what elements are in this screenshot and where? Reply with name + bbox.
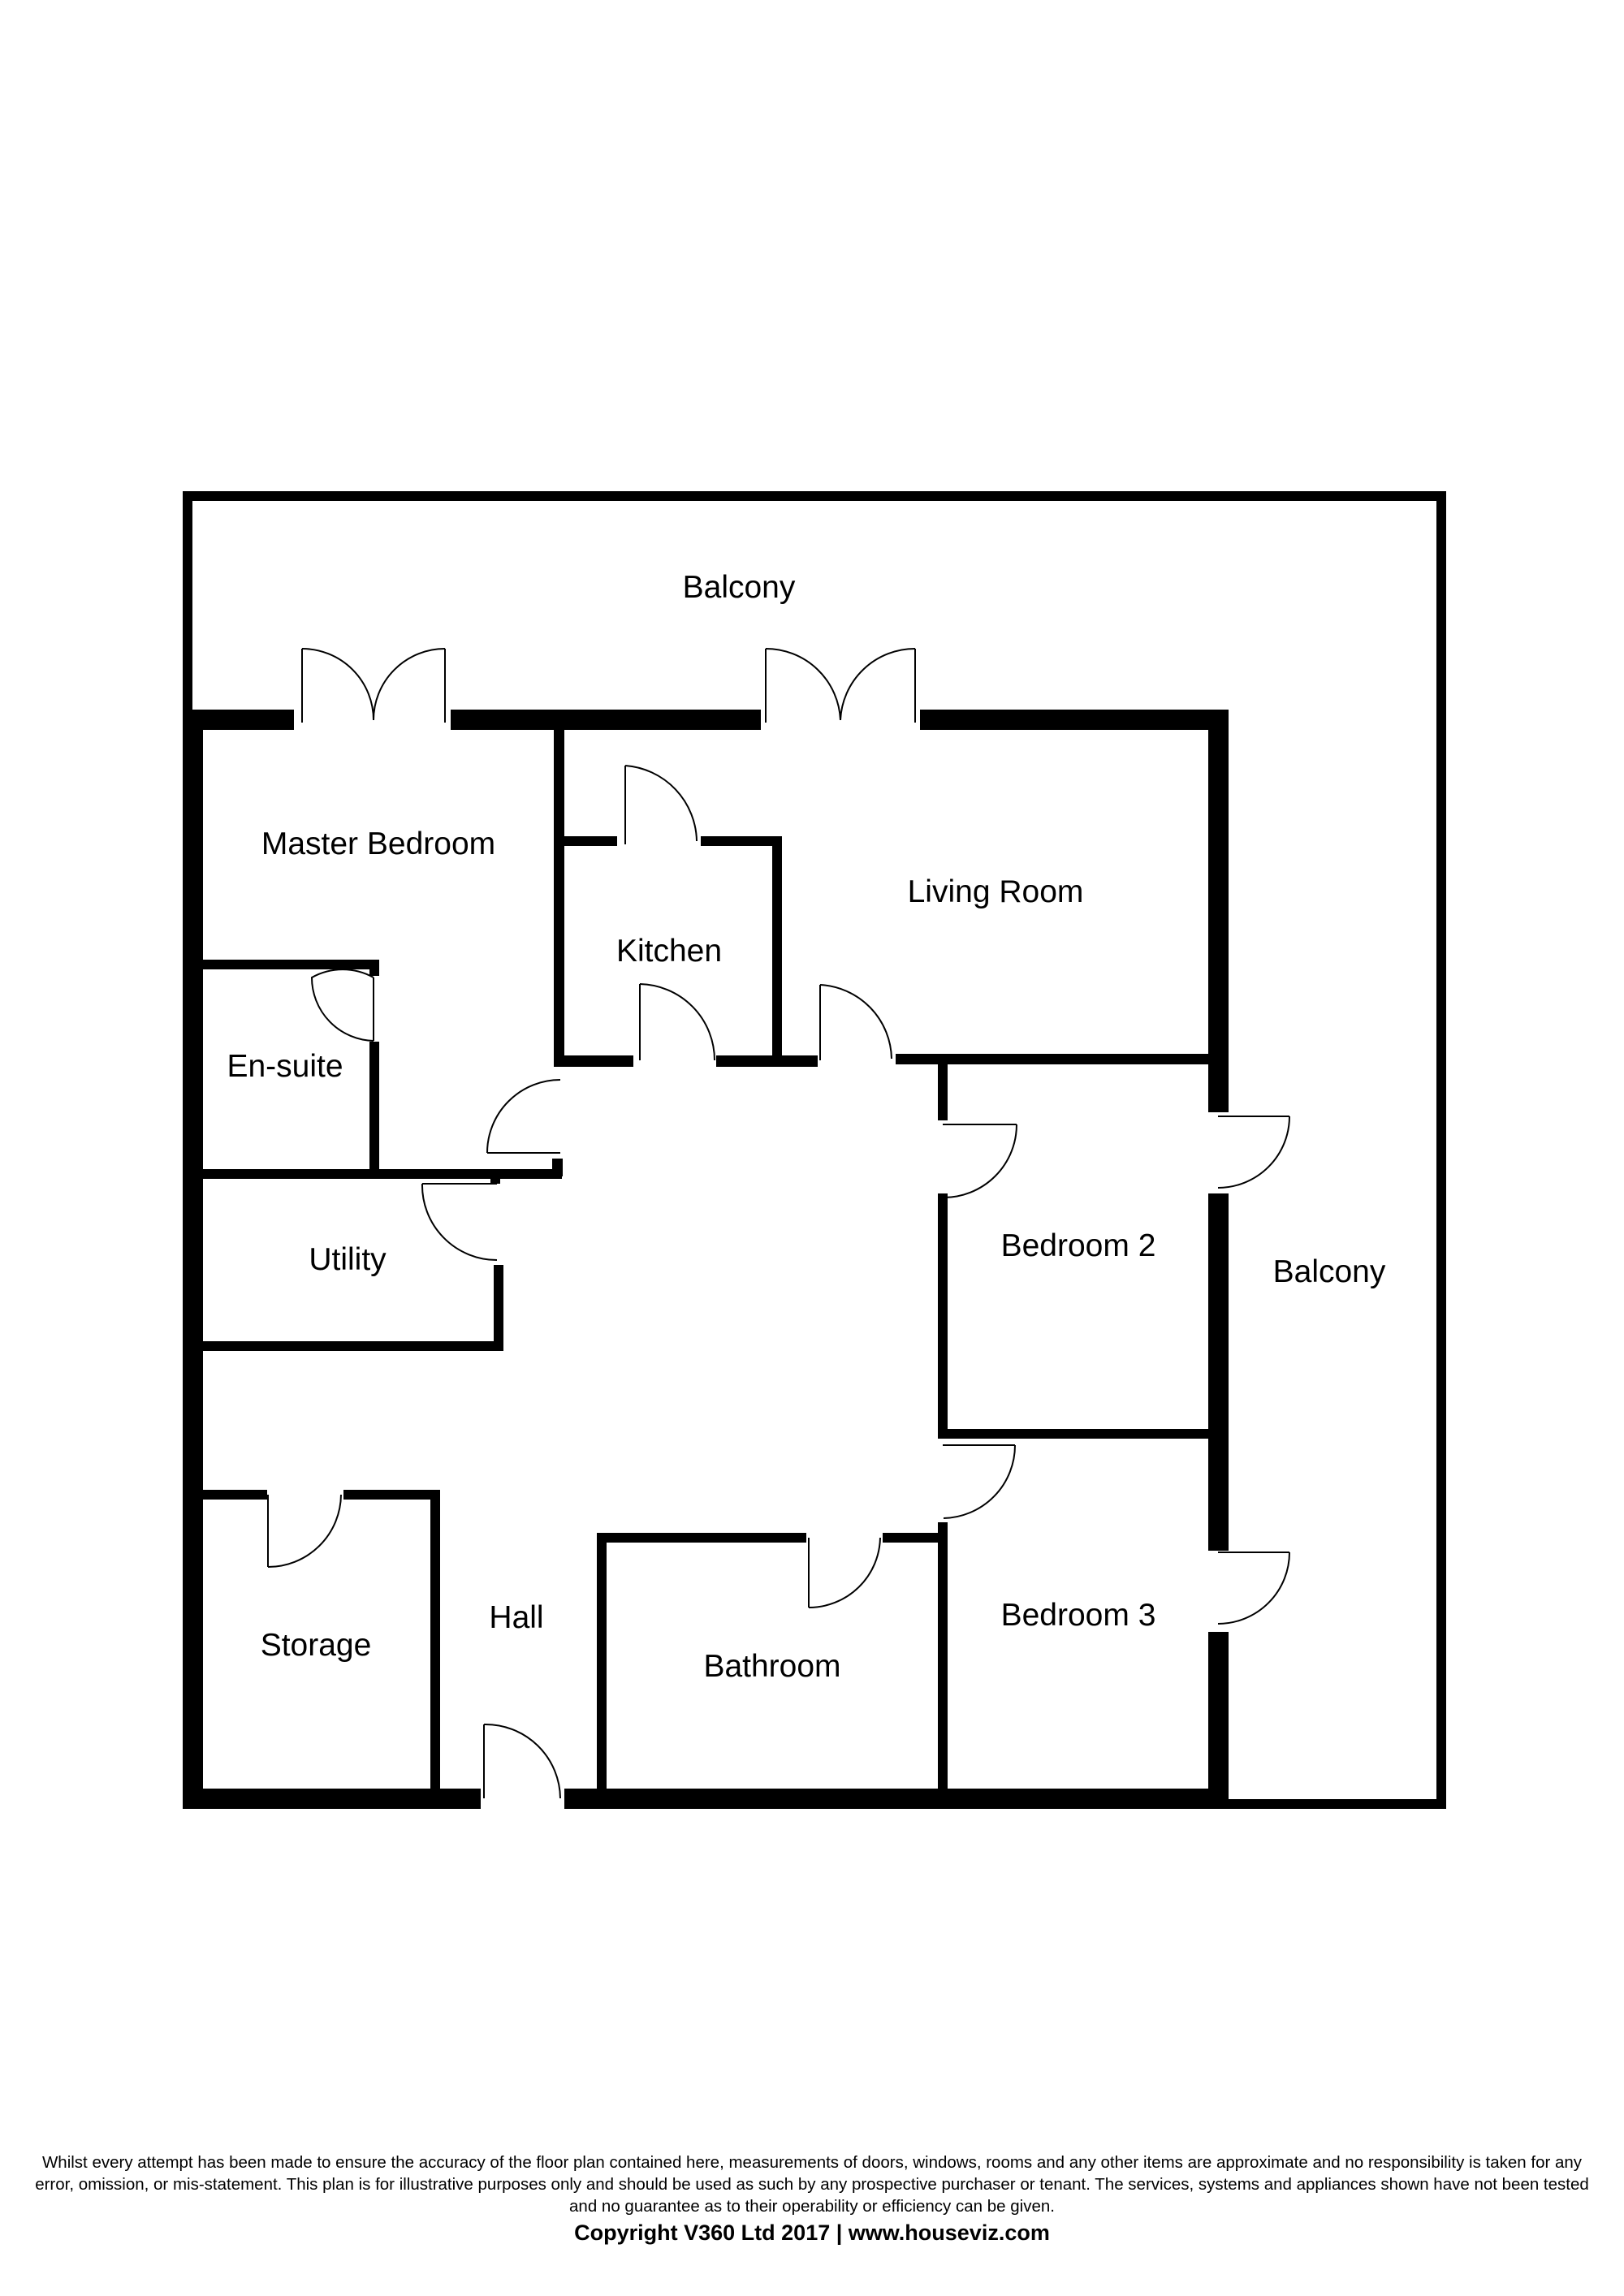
door-bedroom-3	[943, 1444, 1016, 1519]
balcony-outline-top	[183, 491, 1446, 501]
wall-top-2	[451, 710, 761, 730]
double-door-master-balcony	[301, 648, 446, 723]
wall-ensuite-bottom	[192, 1169, 562, 1179]
wall-right-2	[1208, 1193, 1229, 1551]
wall-hall-corner	[552, 1159, 563, 1176]
wall-left	[183, 710, 203, 1809]
wall-kitchen-top-1	[564, 836, 617, 846]
wall-bed2-left-1	[938, 1064, 948, 1120]
door-bedroom-3-balcony	[1217, 1552, 1290, 1625]
wall-bed2-left-2	[938, 1193, 948, 1439]
door-bedroom-2-balcony	[1217, 1116, 1290, 1189]
wall-utility-bottom	[192, 1341, 503, 1351]
wall-bed3-left	[938, 1522, 948, 1798]
door-living-room	[819, 984, 892, 1060]
wall-right-1	[1208, 710, 1229, 1112]
wall-kitchen-bottom-1	[554, 1055, 633, 1067]
door-bedroom-2	[943, 1124, 1017, 1198]
room-label-living-room: Living Room	[907, 874, 1084, 909]
wall-master-kitchen	[554, 723, 564, 1067]
copyright-text: Copyright V360 Ltd 2017 | www.houseviz.c…	[574, 2220, 1050, 2245]
room-label-bathroom: Bathroom	[703, 1649, 841, 1684]
room-label-kitchen: Kitchen	[615, 934, 723, 969]
balcony-outline-left	[183, 491, 192, 720]
walls	[183, 491, 1446, 1809]
wall-ensuite-top	[192, 960, 379, 969]
disclaimer-text: Whilst every attempt has been made to en…	[35, 2153, 1589, 2216]
door-storage	[267, 1494, 342, 1568]
room-label-bedroom-2: Bedroom 2	[1000, 1228, 1156, 1263]
door-entrance	[483, 1723, 561, 1799]
room-label-balcony-right: Balcony	[1272, 1254, 1386, 1289]
door-ensuite	[310, 969, 374, 1042]
wall-ensuite-right	[369, 1042, 379, 1169]
wall-right-3	[1208, 1632, 1229, 1809]
wall-top-3	[920, 710, 1229, 730]
door-bathroom	[808, 1537, 881, 1608]
wall-bathroom-top-1	[597, 1533, 806, 1543]
door-utility	[421, 1183, 498, 1261]
room-label-hall: Hall	[489, 1600, 544, 1635]
room-label-master-bedroom: Master Bedroom	[261, 826, 496, 861]
balcony-outline-right	[1436, 491, 1446, 1809]
room-label-en-suite: En-suite	[227, 1049, 343, 1084]
wall-utility-right	[494, 1265, 503, 1351]
wall-storage-top-1	[192, 1490, 267, 1500]
wall-bathroom-top-2	[883, 1533, 948, 1543]
wall-bathroom-left	[597, 1533, 607, 1798]
door-kitchen-top	[624, 765, 698, 844]
wall-bottom-2	[564, 1789, 1226, 1809]
wall-kitchen-bottom-2	[716, 1055, 818, 1067]
wall-storage-top-2	[343, 1490, 440, 1500]
door-master-hall	[486, 1079, 561, 1154]
wall-ensuite-top-stub	[369, 960, 379, 976]
wall-storage-right	[430, 1490, 440, 1798]
wall-living-bottom	[896, 1054, 1229, 1064]
balcony-outline-bottom	[1226, 1799, 1446, 1809]
wall-kitchen-top-2	[701, 836, 782, 846]
wall-ensuite-stub	[490, 1169, 500, 1184]
room-label-balcony-top: Balcony	[682, 570, 796, 605]
room-label-storage: Storage	[260, 1628, 372, 1663]
doors	[267, 647, 1290, 1799]
wall-kitchen-right	[772, 836, 782, 1067]
wall-bed2-bottom	[938, 1429, 1214, 1439]
door-kitchen-bottom	[639, 983, 715, 1061]
room-label-bedroom-3: Bedroom 3	[1000, 1598, 1156, 1633]
double-door-living-balcony	[765, 647, 916, 723]
room-label-utility: Utility	[309, 1242, 387, 1277]
